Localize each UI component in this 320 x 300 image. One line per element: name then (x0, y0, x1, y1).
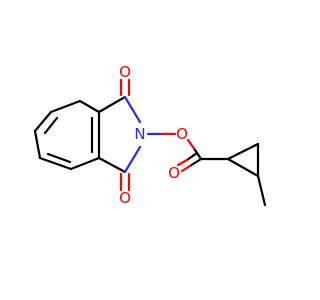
atom-o-bottom: O (119, 189, 131, 207)
atom-o-ester-link: O (176, 125, 188, 143)
atom-labels: O N O O O (119, 63, 188, 207)
imide-ring (97, 95, 142, 174)
benzene-ring (33, 99, 101, 171)
structure-diagram: O N O O O (33, 63, 267, 207)
methylcyclopropane (199, 142, 267, 207)
imide-carbonyls (119, 78, 131, 192)
atom-n-imide: N (134, 125, 145, 143)
ester-carbonyl (176, 151, 203, 173)
atom-o-ester-carbonyl: O (168, 164, 180, 182)
n-o-linkage (146, 132, 203, 161)
atom-o-top: O (119, 63, 131, 81)
